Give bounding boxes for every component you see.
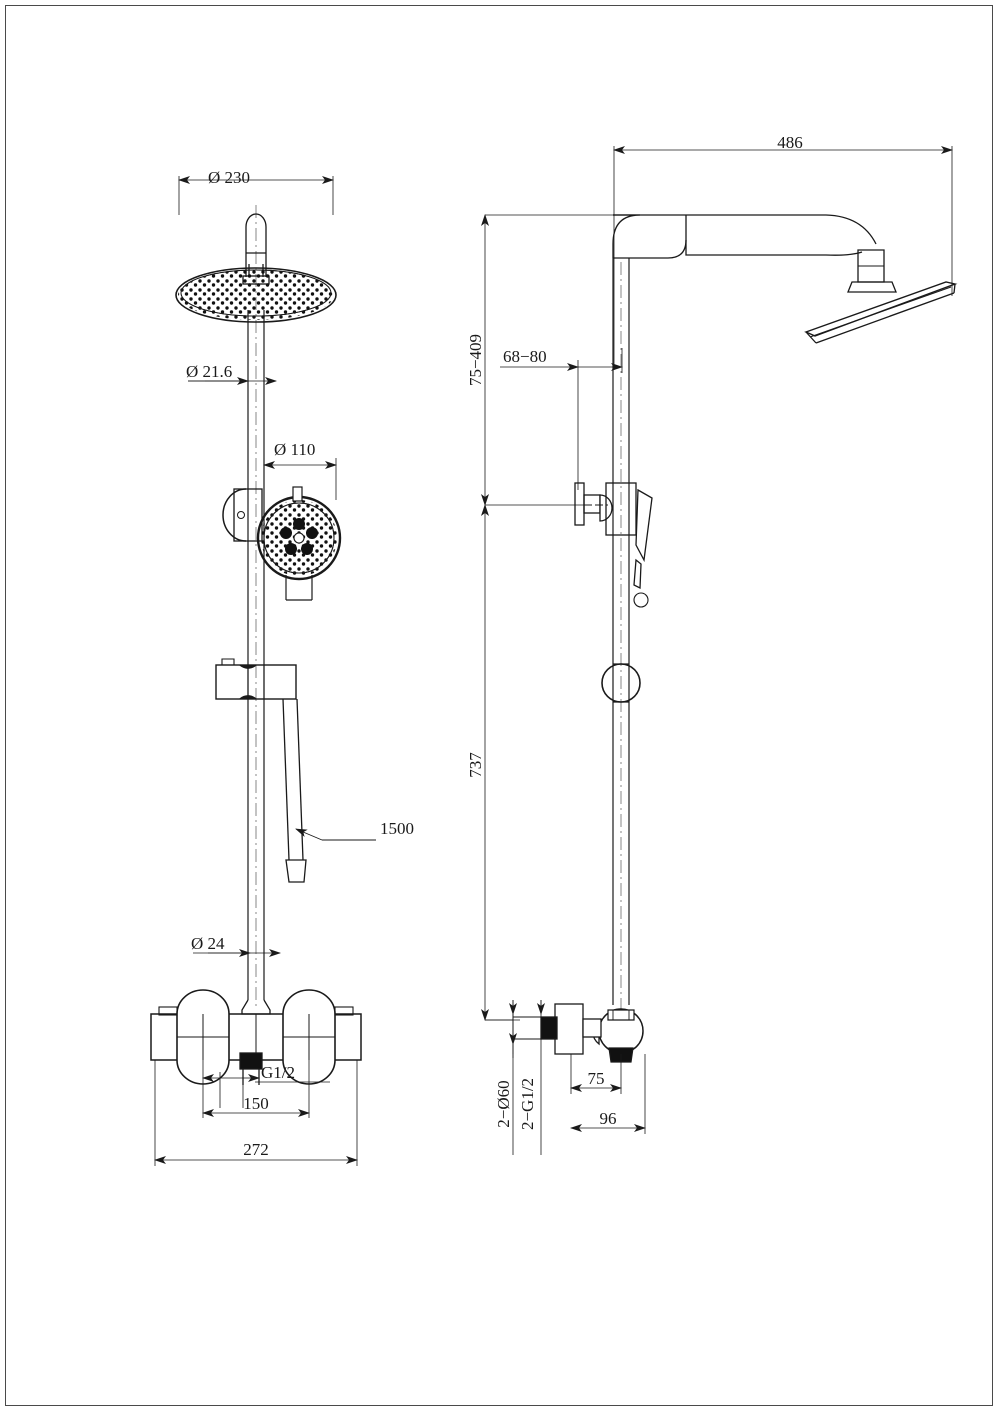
dim-bracket-offset [500,348,623,490]
leader-hose-length [295,828,376,841]
mixer-valve-body [150,989,362,1085]
mixer-end-caps [158,1006,354,1016]
sheet-border [5,5,993,1406]
arm-outer-curve [612,214,641,258]
dim-wall-plate [485,1000,542,1155]
label-bracket-offset: 68−80 [503,347,547,366]
label-valve-depth-75: 75 [588,1069,605,1088]
dim-height-range [481,214,614,506]
label-inlet-thread: G1/2 [261,1063,295,1082]
label-riser-height: 737 [466,752,485,778]
pipe-valve-transition [241,999,271,1015]
dim-body-width [154,1060,358,1166]
label-wall-thread: 2−G1/2 [518,1078,537,1130]
riser-pipe-upper [247,310,265,1000]
riser-pipe-side [612,258,630,1005]
shower-arm [613,214,877,259]
label-height-range: 75−409 [466,334,485,386]
mixer-valve-side [592,1008,644,1063]
dim-riser-height [481,504,520,1021]
hand-shower-center-jets [280,518,318,555]
label-hose-length: 1500 [380,819,414,838]
dim-overhead-diameter [178,176,334,215]
hand-shower-side [633,488,653,608]
dimension-labels: Ø 230 Ø 21.6 Ø 110 1500 Ø 24 G1/2 150 27… [186,133,803,1159]
mixer-handle-right [282,989,336,1085]
label-valve-depth-96: 96 [600,1109,617,1128]
dim-inlet-thread [202,1072,330,1108]
slide-rail-bracket-side [601,663,641,703]
dim-inlet-centers [202,1060,310,1118]
overhead-shower-head [175,267,337,323]
handshower-bracket [222,488,263,542]
overhead-shower-head-side [804,249,958,344]
label-wall-plate: 2−Ø60 [494,1080,513,1127]
dim-handshower-diameter [263,458,337,500]
slide-rail-bracket [215,658,297,700]
label-lower-pipe-diameter: Ø 24 [191,934,225,953]
label-body-width: 272 [243,1140,269,1159]
dim-valve-depth-96 [570,1054,646,1134]
label-inlet-centers: 150 [243,1094,269,1113]
label-overhead-diameter: Ø 230 [208,168,250,187]
hand-shower-head [256,486,342,601]
mixer-handle-left [176,989,230,1085]
wall-inlet-side [512,1003,602,1055]
dim-valve-depth-75 [570,1054,622,1094]
shower-hose [282,698,307,883]
handshower-bracket-side [574,482,637,536]
dim-wall-plate-arrows [509,1000,545,1058]
label-handshower-diameter: Ø 110 [274,440,315,459]
label-riser-diameter: Ø 21.6 [186,362,232,381]
label-arm-reach: 486 [777,133,803,152]
